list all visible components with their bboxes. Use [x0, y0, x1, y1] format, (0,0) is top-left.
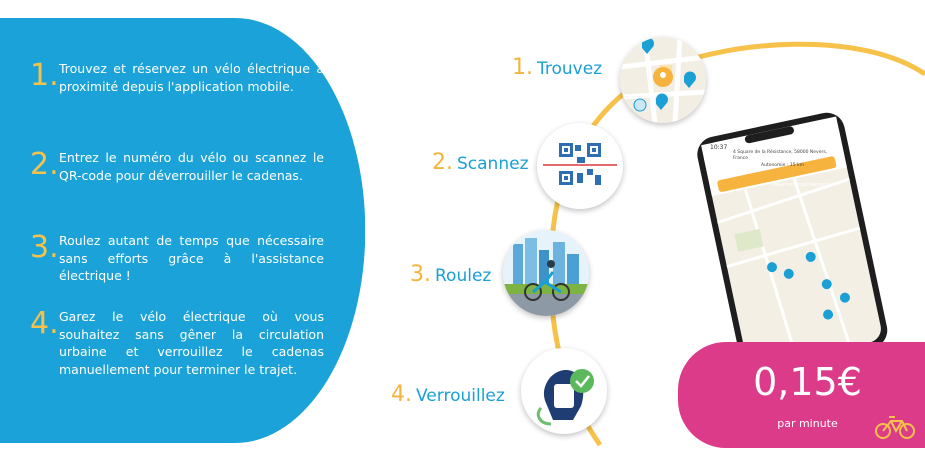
flow-label-2: 2.Scannez: [432, 150, 529, 175]
flow-label-1: 1.Trouvez: [512, 55, 603, 80]
step-number: 4.: [30, 306, 59, 341]
flow-label-3: 3.Roulez: [410, 262, 492, 287]
step-number: 3.: [30, 230, 59, 265]
map-illustration: [620, 37, 706, 123]
step-number: 1.: [30, 58, 59, 93]
bike-icon: [875, 416, 915, 439]
step-number: 2.: [30, 147, 59, 182]
price-value: 0,15€: [753, 360, 862, 404]
cyclist-illustration: [503, 230, 589, 316]
phone-address: 4 Square de la Résistance, 58000 Nevers,…: [733, 150, 828, 161]
qr-code-illustration: [537, 123, 623, 209]
step-text: Entrez le numéro du vélo ou scannez le Q…: [59, 150, 324, 183]
step-text: Roulez autant de temps que nécessaire sa…: [59, 233, 324, 283]
steps-panel: 1. Trouvez et réservez un vélo électriqu…: [0, 18, 365, 443]
flow-label-4: 4.Verrouillez: [391, 382, 505, 407]
phone-mockup: [696, 110, 911, 360]
phone-autonomy: Autonomie : 15 km: [761, 163, 804, 168]
step-text: Garez le vélo électrique où vous souhait…: [59, 309, 324, 377]
price-unit: par minute: [777, 417, 838, 430]
reserve-button[interactable]: Réserver gratuitement: [772, 182, 830, 188]
lock-illustration: [521, 348, 607, 434]
phone-time: 10:37: [710, 144, 728, 151]
panel-background: [0, 18, 365, 443]
step-text: Trouvez et réservez un vélo électrique à…: [59, 61, 324, 94]
